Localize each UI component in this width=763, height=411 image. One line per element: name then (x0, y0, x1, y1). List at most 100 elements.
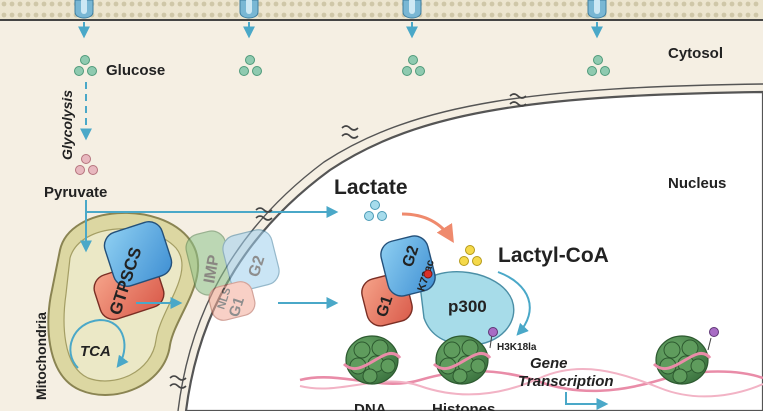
membrane-lipid-head (737, 12, 743, 18)
membrane-lipid-head (337, 1, 343, 7)
membrane-lipid-head (393, 1, 399, 7)
membrane-lipid-head (385, 1, 391, 7)
membrane-lipid-head (257, 1, 263, 7)
membrane-lipid-head (329, 12, 335, 18)
membrane-lipid-head (177, 1, 183, 7)
membrane-lipid-head (17, 1, 23, 7)
membrane-lipid-head (641, 1, 647, 7)
membrane-lipid-head (345, 1, 351, 7)
membrane-lipid-head (289, 1, 295, 7)
membrane-lipid-head (753, 12, 759, 18)
membrane-lipid-head (617, 12, 623, 18)
membrane-lipid-head (113, 12, 119, 18)
membrane-lipid-head (473, 12, 479, 18)
nuclear-pore-icon (255, 207, 273, 221)
membrane-lipid-head (289, 12, 295, 18)
membrane-lipid-head (233, 12, 239, 18)
membrane-lipid-head (161, 12, 167, 18)
p300-enzyme (419, 271, 515, 346)
membrane-lipid-head (689, 1, 695, 7)
gtpscs-complex: GTPSCS (93, 221, 173, 321)
membrane-lipid-head (33, 12, 39, 18)
membrane-lipid-head (153, 1, 159, 7)
membrane-lipid-head (281, 12, 287, 18)
lactyl-coa-molecules (459, 245, 482, 266)
membrane-lipid-head (577, 1, 583, 7)
membrane-lipid-head (657, 12, 663, 18)
acetyl-mark (423, 269, 433, 279)
membrane-lipid-head (97, 1, 103, 7)
membrane-lipid-head (633, 1, 639, 7)
membrane-lipid-head (697, 12, 703, 18)
membrane-lipid-head (689, 12, 695, 18)
membrane-lipid-head (361, 12, 367, 18)
membrane-lipid-head (353, 1, 359, 7)
glucose-transporter-icon (74, 0, 94, 39)
membrane-lipid-head (505, 1, 511, 7)
nuclear-envelope (177, 83, 763, 411)
membrane-lipid-head (193, 12, 199, 18)
membrane-lipid-head (25, 12, 31, 18)
membrane-lipid-head (657, 1, 663, 7)
membrane-lipid-head (521, 1, 527, 7)
membrane-lipid-head (721, 1, 727, 7)
membrane-lipid-head (217, 12, 223, 18)
membrane-lipid-head (225, 1, 231, 7)
membrane-lipid-head (233, 1, 239, 7)
membrane-lipid-head (625, 1, 631, 7)
tca-label: TCA (80, 343, 111, 360)
membrane-lipid-head (609, 12, 615, 18)
transit-g2-label: G2 (246, 254, 269, 280)
membrane-lipid-head (305, 1, 311, 7)
membrane-lipid-head (1, 12, 7, 18)
membrane-lipid-head (273, 12, 279, 18)
membrane-lipid-head (721, 12, 727, 18)
membrane-lipid-head (449, 12, 455, 18)
membrane-lipid-head (705, 1, 711, 7)
membrane-lipid-head (97, 12, 103, 18)
imp-label: IMP (201, 253, 223, 284)
pyruvate-molecules (75, 154, 98, 175)
membrane-lipid-head (305, 12, 311, 18)
membrane-lipid-head (497, 12, 503, 18)
lactyl-mark (709, 327, 719, 337)
membrane-lipid-head (481, 12, 487, 18)
membrane-lipid-head (681, 12, 687, 18)
membrane-lipid-head (225, 12, 231, 18)
pyruvate-label: Pyruvate (44, 184, 107, 201)
membrane-lipid-head (1, 1, 7, 7)
nuclear-g2-label: G2 (400, 244, 423, 270)
membrane-lipid-head (329, 1, 335, 7)
membrane-lipid-head (57, 12, 63, 18)
membrane-lipid-head (121, 1, 127, 7)
nucleosome-icon (342, 335, 402, 385)
membrane-lipid-head (49, 1, 55, 7)
membrane-lipid-head (217, 1, 223, 7)
lactyl-mark-stalk (707, 337, 712, 351)
membrane-lipid-head (449, 1, 455, 7)
membrane-lipid-head (465, 1, 471, 7)
nucleosome-icon (432, 335, 492, 385)
membrane-lipid-head (433, 12, 439, 18)
membrane-lipid-head (513, 12, 519, 18)
nuclear-pore-icon (169, 375, 187, 389)
membrane-lipid-head (337, 12, 343, 18)
membrane-lipid-head (385, 12, 391, 18)
nuclear-gtpscs-complex: G1 G2 K73ac (361, 235, 437, 327)
membrane-lipid-head (369, 1, 375, 7)
membrane-lipid-head (345, 12, 351, 18)
transcription-label: Transcription (518, 373, 614, 390)
membrane-lipid-head (537, 12, 543, 18)
glycolysis-label: Glycolysis (59, 90, 75, 160)
membrane-lipid-head (201, 1, 207, 7)
membrane-lipid-head (441, 12, 447, 18)
membrane-lipid-head (681, 1, 687, 7)
membrane-lipid-head (9, 1, 15, 7)
membrane-lipid-head (649, 12, 655, 18)
membrane-lipid-head (33, 1, 39, 7)
membrane-lipid-head (169, 1, 175, 7)
membrane-lipid-head (665, 12, 671, 18)
lactate-to-lactylcoa-arrow (401, 212, 454, 244)
glucose-molecules (74, 55, 610, 76)
